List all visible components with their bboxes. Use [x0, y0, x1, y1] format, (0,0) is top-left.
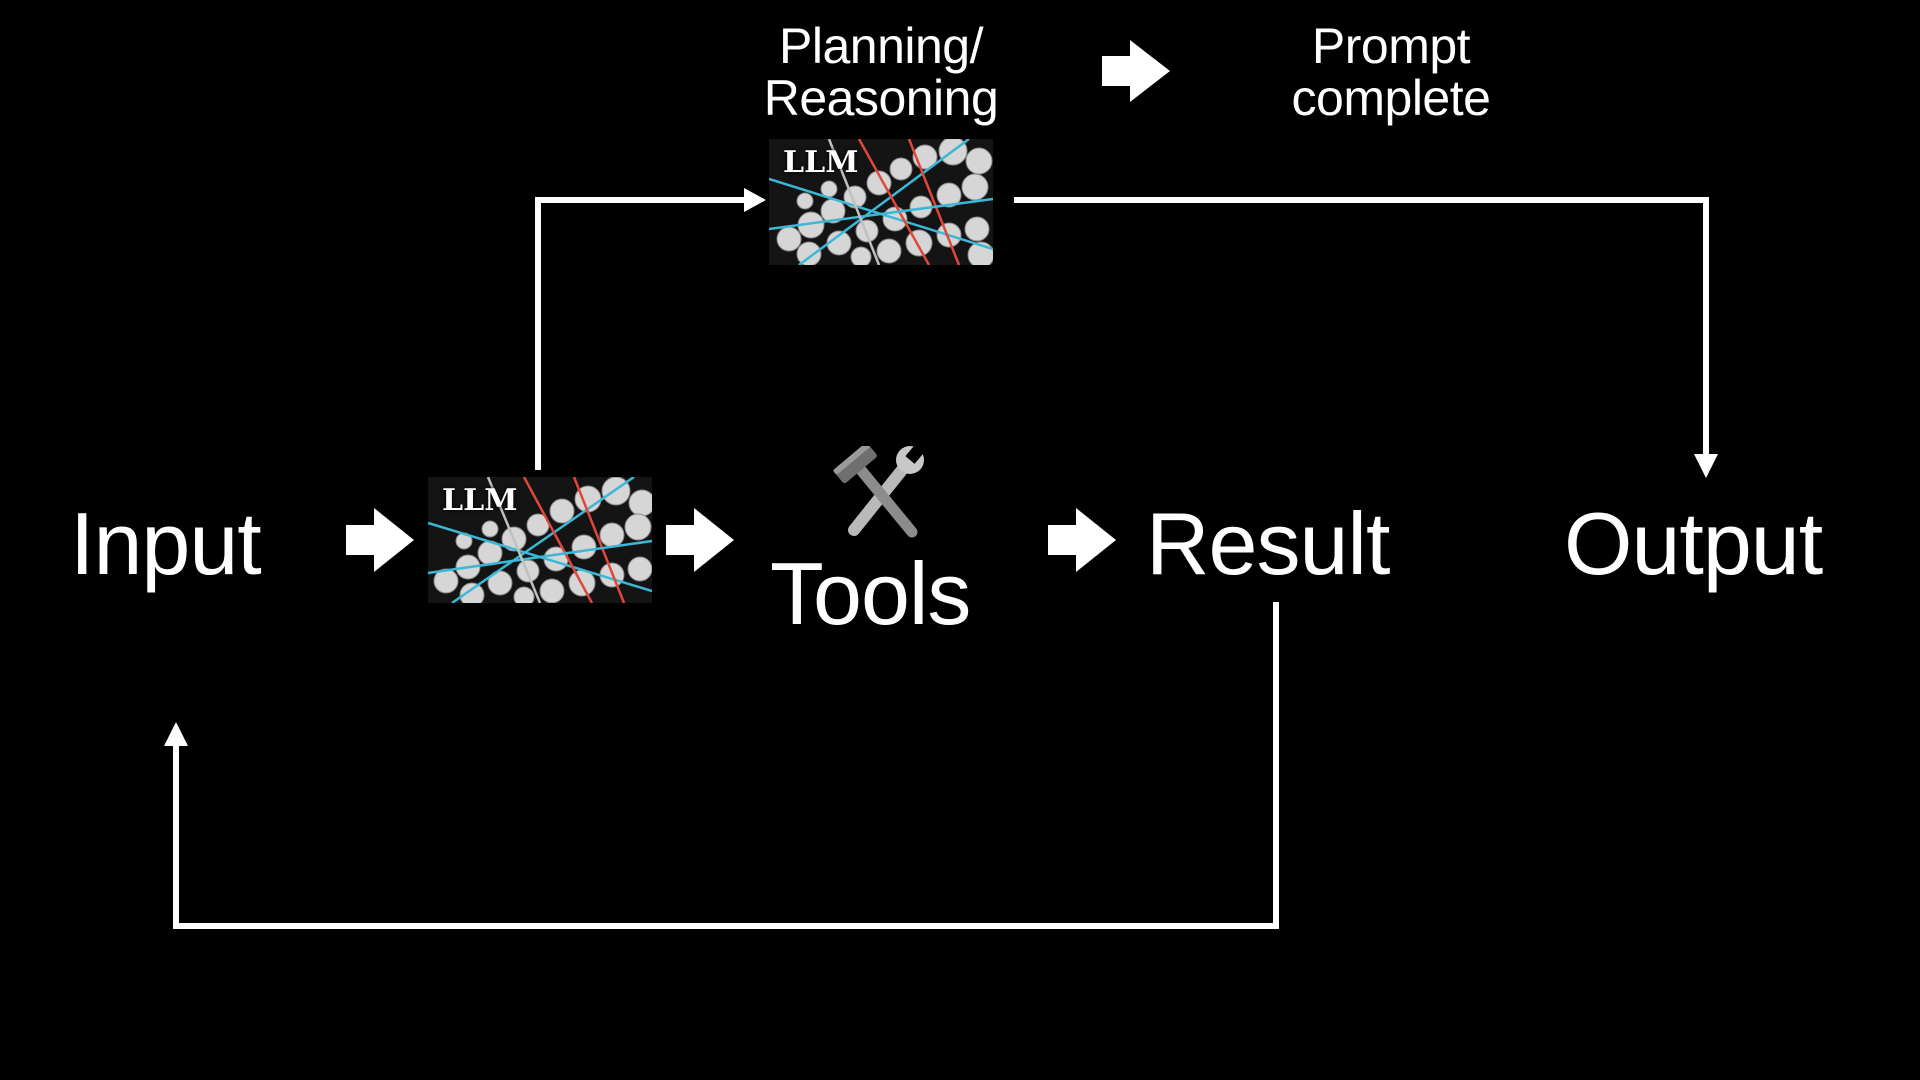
llm-tag: LLM — [442, 483, 518, 518]
planning-to-output-arrowhead — [1694, 454, 1718, 478]
right-arrow-icon — [1102, 40, 1170, 102]
right-arrow-icon — [666, 508, 734, 572]
right-arrow-icon — [346, 508, 414, 572]
result-label: Result — [1146, 494, 1390, 593]
planning-reasoning-label: Planning/ Reasoning — [763, 18, 999, 126]
prompt-complete-label: Prompt complete — [1291, 18, 1491, 126]
result-to-input-arrowhead — [164, 722, 188, 746]
llm-to-planning-arrowhead — [744, 188, 766, 212]
output-label: Output — [1564, 494, 1823, 593]
input-label: Input — [70, 494, 262, 593]
llm-to-planning-connector — [535, 197, 752, 470]
hammer-and-wrench-icon — [833, 446, 924, 538]
result-to-input-connector — [173, 602, 1279, 929]
right-arrow-icon — [1048, 508, 1116, 572]
llm-main-image: LLM — [428, 477, 652, 603]
llm-tag: LLM — [783, 145, 859, 180]
tools-label: Tools — [770, 544, 971, 643]
planning-to-output-connector — [1014, 197, 1709, 458]
llm-planning-image: LLM — [769, 139, 993, 265]
